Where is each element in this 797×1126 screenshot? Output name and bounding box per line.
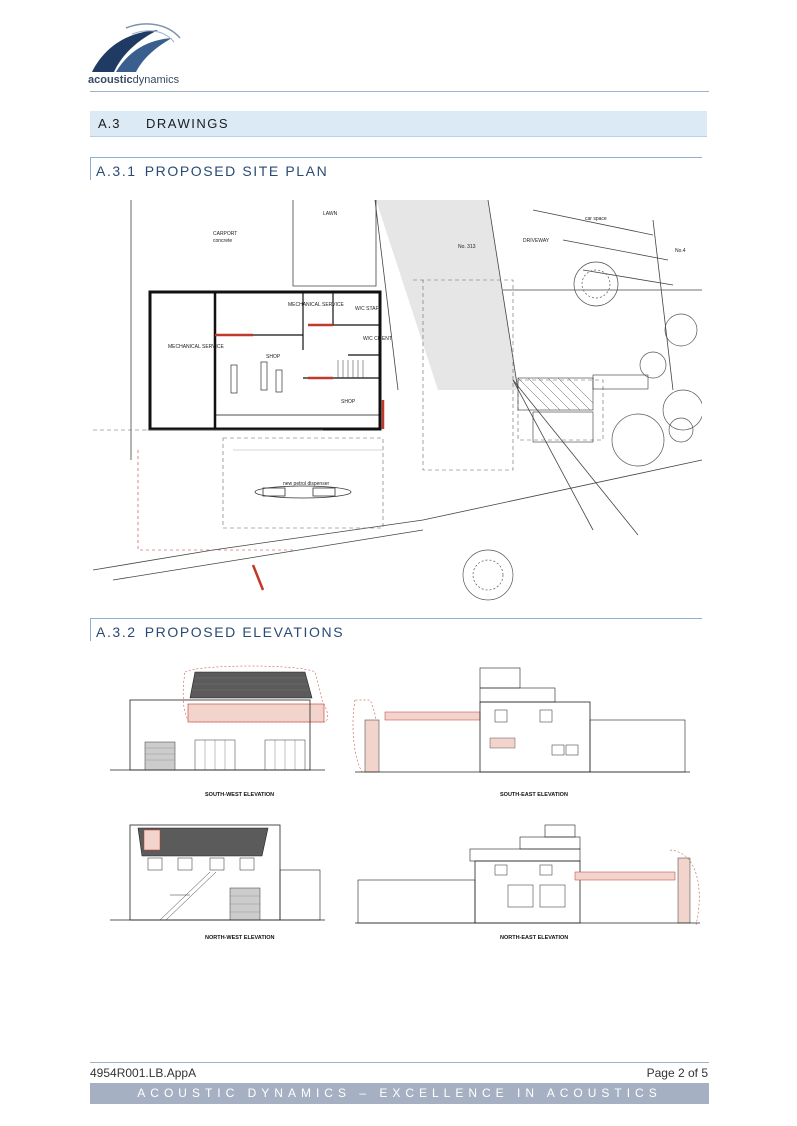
north-west-elevation: NORTH-WEST ELEVATION (110, 824, 325, 941)
header-divider (90, 91, 709, 92)
subsection-heading-elevations: A.3.2 PROPOSED ELEVATIONS (90, 618, 702, 641)
label-driveway: DRIVEWAY (523, 238, 550, 244)
label-north-east-elevation: NORTH-EAST ELEVATION (500, 935, 568, 941)
elevations-drawing: SOUTH-WEST ELEVATION SOUTH-EAST ELEVATIO… (100, 660, 700, 955)
label-wc-staff: W/C STAFF (355, 306, 382, 312)
label-car-space: car space (585, 216, 607, 222)
document-reference: 4954R001.LB.AppA (90, 1066, 197, 1080)
label-carport: CARPORT (213, 231, 237, 237)
site-plan-drawing: CARPORT concrete LAWN No. 313 MECHANICAL… (93, 200, 702, 605)
label-no4: No.4 (675, 248, 686, 254)
label-mechanical-service-top: MECHANICAL SERVICE (288, 302, 345, 308)
subsection-title: PROPOSED SITE PLAN (144, 163, 329, 179)
section-heading: A.3 DRAWINGS (90, 111, 707, 137)
label-north-west-elevation: NORTH-WEST ELEVATION (205, 935, 274, 941)
subsection-number: A.3.2 (96, 624, 137, 640)
label-lawn: LAWN (323, 211, 338, 217)
label-mechanical-service-left: MECHANICAL SERVICE (168, 344, 225, 350)
section-number: A.3 (98, 116, 121, 131)
footer-divider (90, 1062, 709, 1063)
label-wc-client: W/C CLIENT (363, 336, 392, 342)
company-logo: acousticdynamics (86, 18, 186, 90)
label-shop-2: SHOP (341, 399, 356, 405)
section-title: DRAWINGS (146, 116, 230, 131)
south-west-elevation: SOUTH-WEST ELEVATION (110, 665, 328, 798)
subsection-heading-site-plan: A.3.1 PROPOSED SITE PLAN (90, 157, 702, 180)
logo-wave-icon (92, 23, 181, 72)
footer-tagline: ACOUSTIC DYNAMICS – EXCELLENCE IN ACOUST… (90, 1083, 709, 1104)
label-south-west-elevation: SOUTH-WEST ELEVATION (205, 792, 274, 798)
label-shop: SHOP (266, 354, 281, 360)
subsection-title: PROPOSED ELEVATIONS (144, 624, 345, 640)
south-east-elevation: SOUTH-EAST ELEVATION (352, 667, 690, 798)
subsection-number: A.3.1 (96, 163, 137, 179)
label-concrete: concrete (213, 238, 232, 244)
logo-wordmark: acousticdynamics (88, 74, 180, 86)
label-new-petrol-dispenser: new petrol dispenser (283, 481, 329, 487)
label-lot-313: No. 313 (458, 244, 476, 250)
north-east-elevation: NORTH-EAST ELEVATION (355, 824, 700, 941)
page-number: Page 2 of 5 (646, 1066, 708, 1080)
label-south-east-elevation: SOUTH-EAST ELEVATION (500, 792, 568, 798)
